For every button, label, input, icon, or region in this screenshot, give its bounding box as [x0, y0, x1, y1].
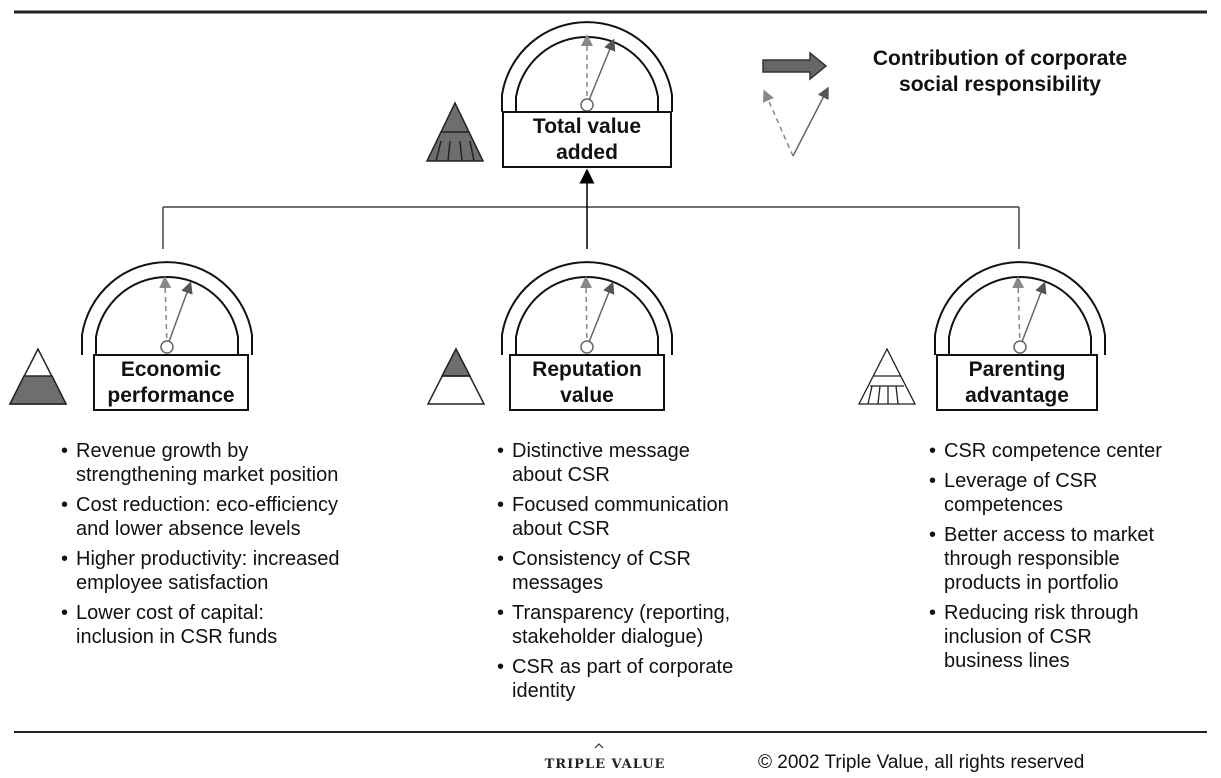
list-item: Leverage of CSR competences: [928, 469, 1162, 517]
pyramid-icon-total: [425, 101, 485, 162]
economic-line-1: Economic: [120, 358, 222, 381]
total-value-label: Total value added: [503, 114, 671, 166]
copyright-notice: © 2002 Triple Value, all rights reserved: [758, 752, 1085, 773]
parenting-benefits-list: CSR competence center Leverage of CSR co…: [928, 439, 1162, 679]
list-item: Transparency (reporting, stakeholder dia…: [496, 601, 733, 649]
list-item: Reducing risk through inclusion of CSR b…: [928, 601, 1162, 673]
brand-logo: TRIPLE VALUE: [544, 757, 666, 772]
total-value-line-1: Total value: [532, 115, 642, 138]
legend-line-2: social responsibility: [899, 73, 1101, 96]
list-item: Revenue growth by strengthening market p…: [60, 439, 339, 487]
gauge-total-value: [501, 21, 673, 168]
reputation-benefits-list: Distinctive message about CSR Focused co…: [496, 439, 733, 709]
list-item: Better access to market through responsi…: [928, 523, 1162, 595]
total-value-line-2: added: [556, 141, 618, 164]
pyramid-icon-parenting: [857, 347, 917, 405]
brand-mark-icon: [594, 743, 604, 749]
pyramid-icon-reputation: [426, 347, 486, 405]
gauge-economic-performance: [81, 261, 253, 411]
list-item: Focused communication about CSR: [496, 493, 733, 541]
economic-performance-label: Economic performance: [94, 357, 248, 409]
gauge-parenting-advantage: [934, 261, 1106, 411]
list-item: Higher productivity: increased employee …: [60, 547, 339, 595]
reputation-line-2: value: [560, 384, 614, 407]
economic-benefits-list: Revenue growth by strengthening market p…: [60, 439, 339, 655]
list-item: Lower cost of capital: inclusion in CSR …: [60, 601, 339, 649]
pyramid-icon-economic: [8, 347, 68, 405]
legend-graphic: [762, 51, 829, 157]
parenting-line-1: Parenting: [968, 358, 1066, 381]
parenting-line-2: advantage: [965, 384, 1069, 407]
list-item: Cost reduction: eco-efficiency and lower…: [60, 493, 339, 541]
parenting-advantage-label: Parenting advantage: [937, 357, 1097, 409]
gauge-reputation-value: [501, 261, 673, 411]
legend-line-1: Contribution of corporate: [872, 47, 1128, 70]
legend-block-arrow: [762, 51, 828, 81]
list-item: CSR competence center: [928, 439, 1162, 463]
list-item: Distinctive message about CSR: [496, 439, 733, 487]
legend-label: Contribution of corporate social respons…: [840, 46, 1160, 98]
list-item: CSR as part of corporate identity: [496, 655, 733, 703]
connector-lines: [162, 168, 1020, 249]
reputation-line-1: Reputation: [532, 358, 642, 381]
list-item: Consistency of CSR messages: [496, 547, 733, 595]
economic-line-2: performance: [107, 384, 235, 407]
reputation-value-label: Reputation value: [510, 357, 664, 409]
